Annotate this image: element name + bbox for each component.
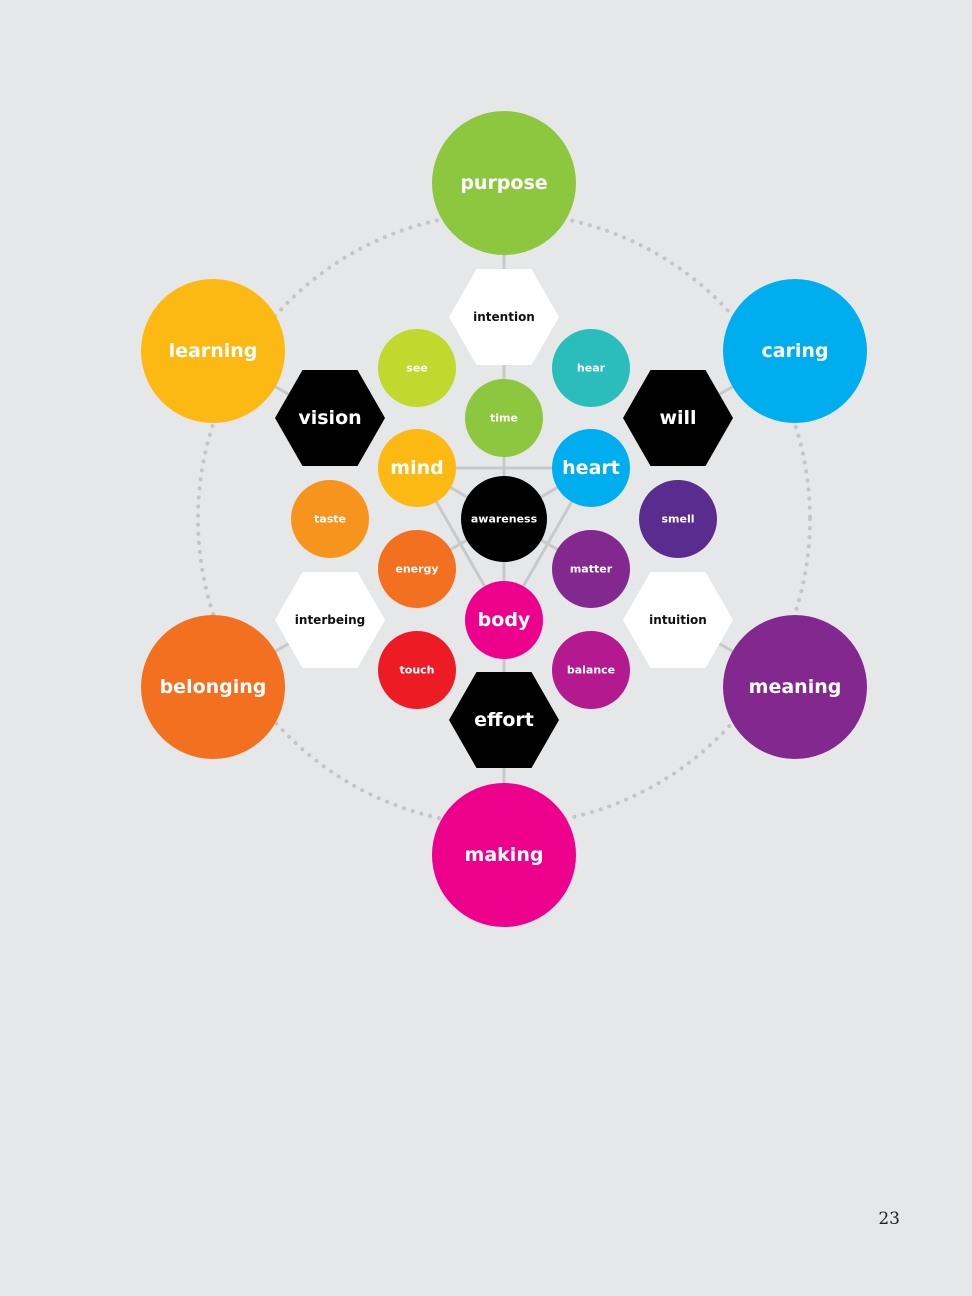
inner-node-label: taste [314,513,346,526]
outer-node-label: belonging [160,676,267,698]
inner-node-circle [461,476,547,562]
inner-node-time: time [465,379,543,457]
hex-node-will: will [623,370,733,466]
inner-node-matter: matter [552,530,630,608]
hex-node-label: will [659,407,696,429]
page-number: 23 [878,1209,900,1229]
inner-node-heart: heart [552,429,630,507]
inner-node-label: body [478,609,531,631]
hex-node-shape [449,672,559,768]
outer-node-learning: learning [141,279,285,423]
inner-node-mind: mind [378,429,456,507]
inner-node-circle [552,429,630,507]
inner-node-body: body [465,581,543,659]
hex-node-interbeing: interbeing [275,572,385,668]
outer-node-label: meaning [749,676,842,698]
inner-node-circle [378,530,456,608]
inner-node-smell: smell [639,480,717,558]
inner-node-circle [552,530,630,608]
inner-node-circle [291,480,369,558]
hex-node-shape [623,572,733,668]
outer-node-label: making [465,844,544,866]
inner-node-circle [639,480,717,558]
inner-node-label: mind [390,457,443,479]
inner-node-label: matter [570,563,613,576]
outer-node-meaning: meaning [723,615,867,759]
hex-node-label: intuition [649,613,707,627]
hex-node-vision: vision [275,370,385,466]
hex-node-effort: effort [449,672,559,768]
outer-node-label: caring [761,340,828,362]
inner-node-see: see [378,329,456,407]
outer-node-label: purpose [460,172,547,194]
inner-node-awareness: awareness [461,476,547,562]
inner-node-circle [465,379,543,457]
hexagon-nodes: intention will intuition effort interbeing vi… [275,269,733,768]
inner-node-circle [552,329,630,407]
outer-node-circle [141,615,285,759]
outer-node-circle [723,615,867,759]
inner-node-circle [465,581,543,659]
inner-node-label: balance [567,664,615,677]
outer-node-belonging: belonging [141,615,285,759]
hex-node-label: interbeing [295,613,365,627]
outer-nodes: purpose caring meaning making belonging learn… [141,111,867,927]
hex-node-shape [623,370,733,466]
hex-node-label: vision [298,407,361,429]
inner-node-hear: hear [552,329,630,407]
hex-node-label: effort [474,709,534,731]
hex-node-intuition: intuition [623,572,733,668]
inner-node-label: hear [577,362,606,375]
outer-node-making: making [432,783,576,927]
inner-node-label: smell [661,513,694,526]
outer-node-purpose: purpose [432,111,576,255]
inner-node-balance: balance [552,631,630,709]
inner-nodes: see hear time mind heart taste awareness smell e… [291,329,717,709]
inner-node-circle [378,329,456,407]
hex-node-shape [275,572,385,668]
inner-node-circle [378,429,456,507]
hex-node-shape [275,370,385,466]
inner-node-label: time [490,412,518,425]
outer-node-caring: caring [723,279,867,423]
hex-node-intention: intention [449,269,559,365]
outer-node-circle [432,111,576,255]
outer-node-circle [723,279,867,423]
inner-node-label: energy [395,563,438,576]
hex-node-shape [449,269,559,365]
inner-node-circle [552,631,630,709]
inner-node-taste: taste [291,480,369,558]
outer-node-label: learning [169,340,258,362]
inner-node-energy: energy [378,530,456,608]
outer-node-circle [432,783,576,927]
inner-node-label: touch [400,664,435,677]
inner-node-label: heart [562,457,620,479]
inner-node-label: see [406,362,427,375]
inner-node-touch: touch [378,631,456,709]
inner-node-label: awareness [471,513,538,526]
inner-node-circle [378,631,456,709]
hex-node-label: intention [473,310,535,324]
outer-node-circle [141,279,285,423]
